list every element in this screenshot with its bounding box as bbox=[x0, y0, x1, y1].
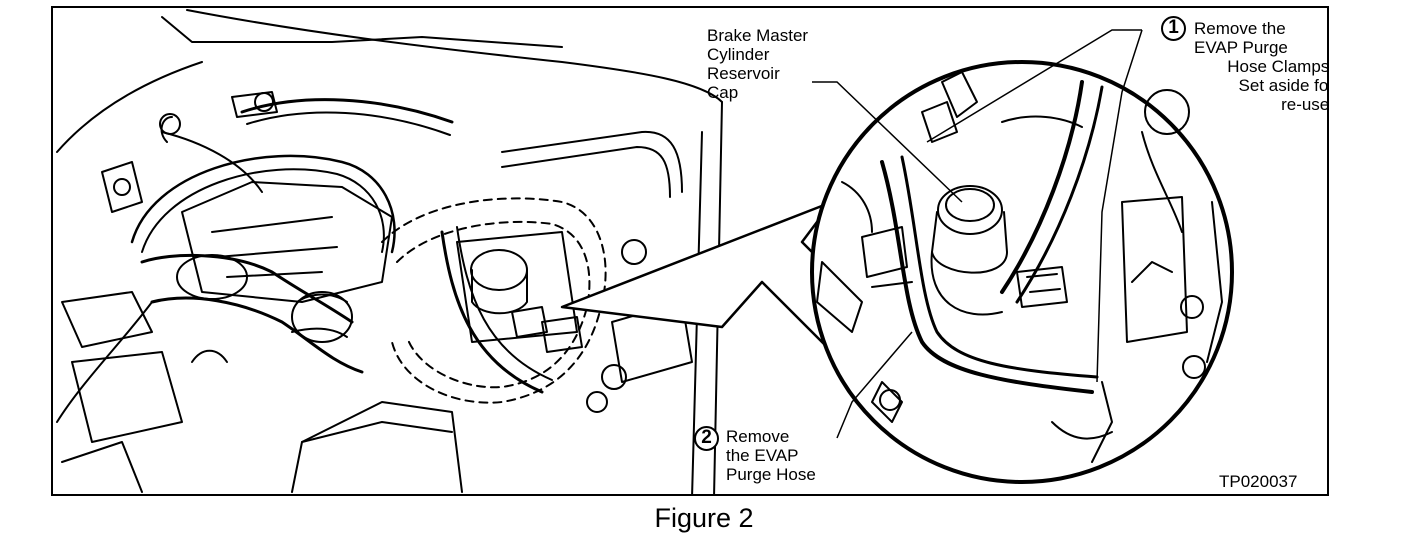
callout-2-line: Purge Hose bbox=[726, 465, 816, 484]
callout-1-line: Remove the bbox=[1194, 19, 1286, 38]
callout-number-2: 2 bbox=[694, 426, 719, 451]
magnified-detail-circle bbox=[810, 60, 1234, 484]
engine-bay-illustration bbox=[56, 9, 1234, 494]
part-label-line: Brake Master bbox=[707, 26, 809, 45]
callout-1-line: Hose Clamps. bbox=[1227, 57, 1329, 76]
callout-2-line: the EVAP bbox=[726, 446, 799, 465]
part-label-brake-master-cylinder-reservoir-cap: Brake Master Cylinder Reservoir Cap bbox=[707, 26, 808, 102]
callout-2-text: Remove the EVAP Purge Hose bbox=[726, 427, 816, 484]
part-label-line: Cap bbox=[707, 83, 739, 102]
reference-code: TP020037 bbox=[1219, 472, 1298, 491]
figure-caption: Figure 2 bbox=[654, 503, 754, 533]
part-label-line: Reservoir bbox=[707, 64, 780, 83]
part-label-line: Cylinder bbox=[707, 45, 770, 64]
callout-number-1: 1 bbox=[1161, 16, 1186, 41]
callout-1-line: Set aside for bbox=[1238, 76, 1329, 95]
callout-1-text: Remove the EVAP Purge Hose Clamps. Set a… bbox=[1194, 19, 1329, 114]
leader-lines bbox=[812, 29, 1143, 439]
callout-2-line: Remove bbox=[726, 427, 790, 446]
hood-edge-line bbox=[186, 9, 723, 103]
callout-1-line: EVAP Purge bbox=[1194, 38, 1288, 57]
diagram-frame: Brake Master Cylinder Reservoir Cap 1 Re… bbox=[51, 6, 1329, 496]
callout-1-line: re-use. bbox=[1281, 95, 1329, 114]
